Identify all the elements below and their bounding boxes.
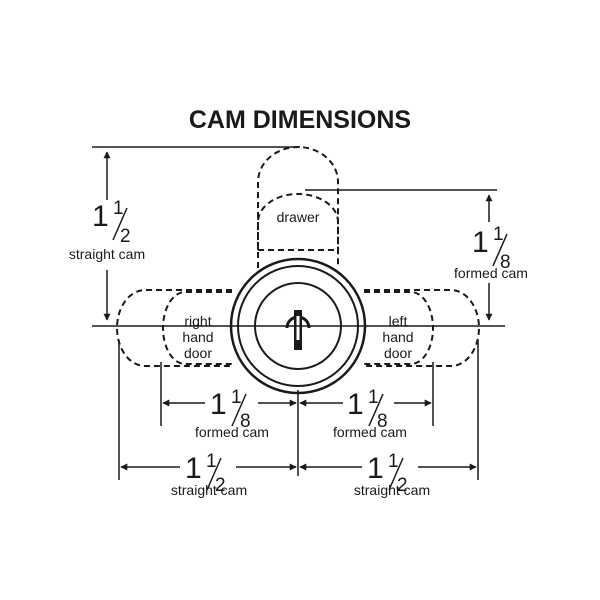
- svg-text:2: 2: [397, 475, 408, 496]
- svg-text:straight cam: straight cam: [354, 482, 430, 498]
- right-hand-formed-cam-outline: [162, 291, 232, 365]
- svg-text:1: 1: [206, 451, 217, 472]
- left-hand-door-label-line2: hand: [382, 329, 413, 345]
- svg-text:1: 1: [368, 387, 379, 408]
- svg-text:1: 1: [92, 200, 109, 233]
- dimension-straight-drawer: 1 1 2 straight cam: [69, 146, 300, 321]
- svg-text:8: 8: [377, 411, 388, 432]
- svg-text:2: 2: [120, 226, 131, 247]
- svg-text:1: 1: [472, 226, 489, 259]
- svg-text:formed cam: formed cam: [454, 265, 528, 281]
- right-hand-door-label-line3: door: [184, 345, 212, 361]
- left-hand-door-label-line3: door: [384, 345, 412, 361]
- formed-drawer-cam-outline: [257, 193, 339, 250]
- left-hand-straight-cam-outline: [364, 289, 480, 367]
- svg-text:8: 8: [240, 411, 251, 432]
- right-hand-door-label-line2: hand: [182, 329, 213, 345]
- left-hand-door-label-line1: left: [389, 313, 408, 329]
- drawer-label: drawer: [277, 209, 320, 225]
- svg-text:1: 1: [367, 452, 384, 485]
- svg-text:formed cam: formed cam: [195, 424, 269, 440]
- svg-text:1: 1: [113, 198, 124, 219]
- dimension-formed-drawer: 1 1 8 formed cam: [305, 189, 528, 321]
- svg-text:1: 1: [347, 388, 364, 421]
- left-hand-formed-cam-outline: [364, 291, 434, 365]
- svg-text:8: 8: [500, 252, 511, 273]
- right-hand-door-label-line1: right: [184, 313, 211, 329]
- dimension-formed-right-hand: 1 1 8 formed cam: [162, 387, 297, 440]
- page-title: CAM DIMENSIONS: [189, 106, 411, 134]
- svg-text:1: 1: [185, 452, 202, 485]
- svg-text:2: 2: [215, 475, 226, 496]
- svg-text:1: 1: [231, 387, 242, 408]
- keyway-icon: [285, 310, 311, 350]
- dimension-formed-left-hand: 1 1 8 formed cam: [299, 387, 432, 440]
- svg-text:1: 1: [210, 388, 227, 421]
- right-hand-straight-cam-outline: [116, 289, 232, 367]
- svg-text:1: 1: [388, 451, 399, 472]
- svg-text:straight cam: straight cam: [171, 482, 247, 498]
- dimension-straight-left-hand: 1 1 2 straight cam: [299, 451, 477, 498]
- svg-text:straight cam: straight cam: [69, 246, 145, 262]
- svg-text:1: 1: [493, 224, 504, 245]
- svg-text:formed cam: formed cam: [333, 424, 407, 440]
- dimension-straight-right-hand: 1 1 2 straight cam: [120, 451, 297, 498]
